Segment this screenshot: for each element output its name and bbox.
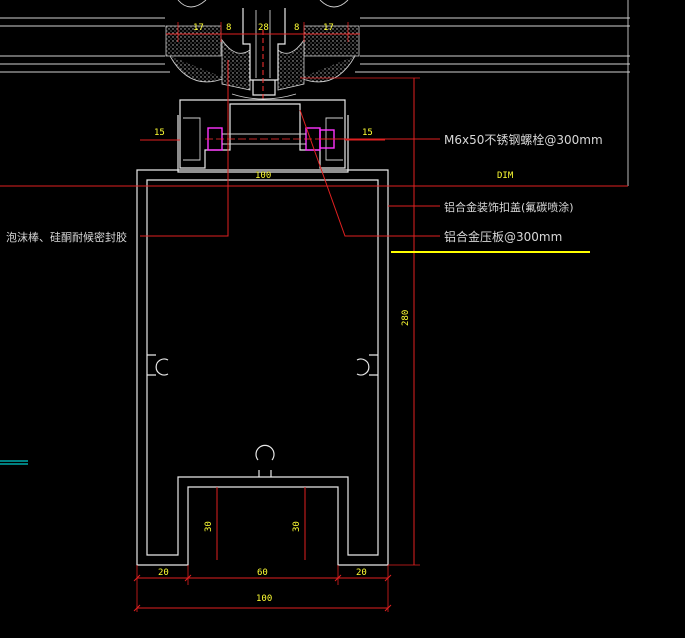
dim-20-left: 20 [158,568,169,578]
mullion-profile [136,169,389,566]
pressure-plate [177,93,349,173]
dim-8-left: 8 [226,23,231,33]
dim-100-bottom: 100 [256,594,272,604]
dim-100-top: 100 [255,171,271,181]
label-cover: 铝合金装饰扣盖(氟碳喷涂) [444,200,574,214]
glass-panels [0,0,630,186]
dim-30-right: 30 [292,521,302,532]
dim-60: 60 [257,568,268,578]
dim-17-right: 17 [323,23,334,33]
dim-label: DIM [497,171,514,181]
dimension-lines [0,22,628,612]
dim-20-right: 20 [356,568,367,578]
leaders [0,60,590,465]
label-sealant: 泡沫棒、硅酮耐候密封胶 [6,230,127,244]
dim-280: 280 [401,310,411,326]
label-bolt: M6x50不锈钢螺栓@300mm [444,132,603,147]
gasket-blocks [165,0,360,91]
dim-8-right: 8 [294,23,299,33]
dim-30-left: 30 [204,521,214,532]
dim-15-right: 15 [362,128,373,138]
centre-spacer [242,8,286,100]
label-plate: 铝合金压板@300mm [444,229,562,244]
dim-28: 28 [258,23,269,33]
dim-17-left: 17 [193,23,204,33]
dim-15-left: 15 [154,128,165,138]
